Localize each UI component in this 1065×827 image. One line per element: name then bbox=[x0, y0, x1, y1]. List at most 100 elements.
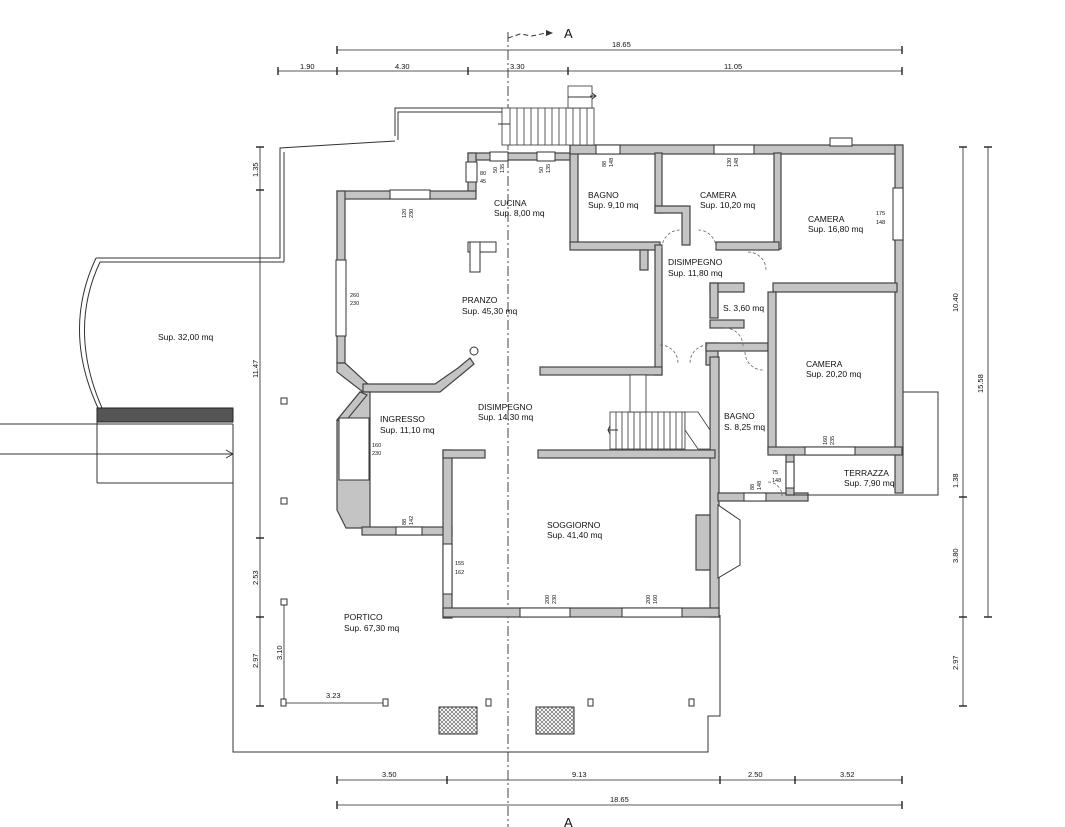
win-soggiorno1-bottom: 230 bbox=[552, 595, 558, 604]
win-cucina1-top: 80 bbox=[480, 171, 486, 177]
win-bagno2a-bottom: 148 bbox=[757, 481, 763, 490]
dim-portico-width: 3.23 bbox=[326, 691, 341, 700]
windows bbox=[335, 137, 939, 618]
hedge bbox=[96, 407, 234, 423]
section-line: A A bbox=[507, 26, 573, 827]
doors bbox=[659, 229, 783, 497]
win-soggiorno1-top: 200 bbox=[545, 595, 551, 604]
portico-pillars bbox=[280, 397, 695, 707]
dim-right-5: 2.97 bbox=[951, 655, 960, 670]
win-bagno1-top: 88 bbox=[602, 161, 608, 167]
room-ingresso-area: Sup. 11,10 mq bbox=[380, 425, 435, 435]
room-camera2-area: Sup. 16,80 mq bbox=[808, 224, 864, 234]
room-disimpegno1-name: DISIMPEGNO bbox=[668, 257, 723, 267]
room-terrazza-area: Sup. 7,90 mq bbox=[844, 478, 895, 488]
dim-right-4: 3.80 bbox=[951, 548, 960, 563]
win-pranzo-top-bottom: 230 bbox=[409, 209, 415, 218]
win-camera1-bottom: 148 bbox=[734, 158, 740, 167]
room-soggiorno-name: SOGGIORNO bbox=[547, 520, 601, 530]
room-esterno-area: Sup. 32,00 mq bbox=[158, 332, 214, 342]
room-disimpegno1-area: Sup. 11,80 mq bbox=[668, 268, 723, 278]
room-terrazza-name: TERRAZZA bbox=[844, 468, 889, 478]
room-bagno1-name: BAGNO bbox=[588, 190, 619, 200]
room-s-area: S. 3,60 mq bbox=[723, 303, 764, 313]
win-cucina1-bottom: 45 bbox=[480, 179, 486, 185]
dim-left-5: 3.10 bbox=[275, 645, 284, 660]
win-ingresso-bottom: 230 bbox=[372, 451, 381, 457]
room-soggiorno-area: Sup. 41,40 mq bbox=[547, 530, 603, 540]
top-dimensions: 18.65 1.90 4.30 3.30 11.05 bbox=[277, 40, 903, 75]
win-soggiorno-left-top: 155 bbox=[455, 561, 464, 567]
left-dimensions: 1.35 11.47 2.53 2.97 3.10 3.23 bbox=[251, 146, 389, 707]
room-camera2-name: CAMERA bbox=[808, 214, 845, 224]
win-cucina2-bottom: 135 bbox=[500, 164, 506, 173]
win-ingresso-bottom-bottom: 142 bbox=[409, 516, 415, 525]
room-camera1-name: CAMERA bbox=[700, 190, 737, 200]
dim-left-2: 11.47 bbox=[251, 360, 260, 378]
room-bagno1-area: Sup. 9,10 mq bbox=[588, 200, 639, 210]
room-disimpegno2-name: DISIMPEGNO bbox=[478, 402, 533, 412]
room-disimpegno2-area: Sup. 14,30 mq bbox=[478, 412, 534, 422]
room-cucina-area: Sup. 8,00 mq bbox=[494, 208, 545, 218]
room-portico-area: Sup. 67,30 mq bbox=[344, 623, 400, 633]
dim-left-3: 2.53 bbox=[251, 570, 260, 585]
win-pranzo-left-bottom: 230 bbox=[350, 301, 359, 307]
win-camera3-top: 160 bbox=[823, 436, 829, 445]
dim-left-1: 1.35 bbox=[251, 162, 260, 177]
win-camera3-bottom: 235 bbox=[830, 436, 836, 445]
win-bagno2b-bottom: 148 bbox=[772, 478, 781, 484]
dim-right-3: 1.38 bbox=[951, 473, 960, 488]
win-pranzo-left-top: 260 bbox=[350, 293, 359, 299]
planter-2 bbox=[535, 706, 575, 735]
dim-bottom-seg-3: 2.50 bbox=[748, 770, 763, 779]
win-cucina2-top: 50 bbox=[493, 167, 499, 173]
win-soggiorno2-bottom: 160 bbox=[653, 595, 659, 604]
dim-bottom-seg-1: 3.50 bbox=[382, 770, 397, 779]
win-soggiorno2-top: 200 bbox=[646, 595, 652, 604]
dim-top-seg-2: 4.30 bbox=[395, 62, 410, 71]
room-camera3-area: Sup. 20,20 mq bbox=[806, 369, 862, 379]
stairs bbox=[498, 85, 711, 450]
dim-top-seg-4: 11.05 bbox=[724, 62, 742, 71]
exterior-outline bbox=[0, 107, 721, 753]
planter-1 bbox=[438, 706, 478, 735]
win-camera1-top: 130 bbox=[727, 158, 733, 167]
room-pranzo-name: PRANZO bbox=[462, 295, 498, 305]
win-ingresso-top: 160 bbox=[372, 443, 381, 449]
win-soggiorno-left-bottom: 162 bbox=[455, 570, 464, 576]
win-bagno2b-top: 75 bbox=[772, 470, 778, 476]
room-portico-name: PORTICO bbox=[344, 612, 383, 622]
win-cucina3-bottom: 135 bbox=[546, 164, 552, 173]
dim-right-2: 15.58 bbox=[976, 374, 985, 393]
dim-left-4: 2.97 bbox=[251, 653, 260, 668]
win-bagno1-bottom: 148 bbox=[609, 158, 615, 167]
win-bagno2a-top: 88 bbox=[750, 484, 756, 490]
dim-top-seg-3: 3.30 bbox=[510, 62, 525, 71]
section-marker-bottom: A bbox=[564, 815, 573, 827]
room-bagno2-area: S. 8,25 mq bbox=[724, 422, 765, 432]
room-labels: CUCINA Sup. 8,00 mq BAGNO Sup. 9,10 mq C… bbox=[158, 190, 895, 633]
dim-top-total: 18.65 bbox=[612, 40, 631, 49]
win-pranzo-top-top: 120 bbox=[402, 209, 408, 218]
section-marker-top: A bbox=[564, 26, 573, 41]
dim-right-1: 10.40 bbox=[951, 293, 960, 312]
room-bagno2-name: BAGNO bbox=[724, 411, 755, 421]
win-camera2-top: 175 bbox=[876, 211, 885, 217]
room-ingresso-name: INGRESSO bbox=[380, 414, 425, 424]
room-camera3-name: CAMERA bbox=[806, 359, 843, 369]
bottom-dimensions: 3.50 9.13 2.50 3.52 18.65 bbox=[336, 770, 903, 809]
room-pranzo-area: Sup. 45,30 mq bbox=[462, 306, 518, 316]
dim-top-seg-1: 1.90 bbox=[300, 62, 315, 71]
window-labels: 80 45 50 135 50 135 120 230 260 230 88 1… bbox=[350, 158, 885, 604]
win-ingresso-bottom-top: 88 bbox=[402, 519, 408, 525]
dim-bottom-seg-4: 3.52 bbox=[840, 770, 855, 779]
win-camera2-bottom: 148 bbox=[876, 220, 885, 226]
win-cucina3-top: 50 bbox=[539, 167, 545, 173]
dim-bottom-total: 18.65 bbox=[610, 795, 629, 804]
room-camera1-area: Sup. 10,20 mq bbox=[700, 200, 756, 210]
room-cucina-name: CUCINA bbox=[494, 198, 527, 208]
right-dimensions: 10.40 1.38 3.80 2.97 15.58 bbox=[951, 146, 992, 707]
dim-bottom-seg-2: 9.13 bbox=[572, 770, 587, 779]
